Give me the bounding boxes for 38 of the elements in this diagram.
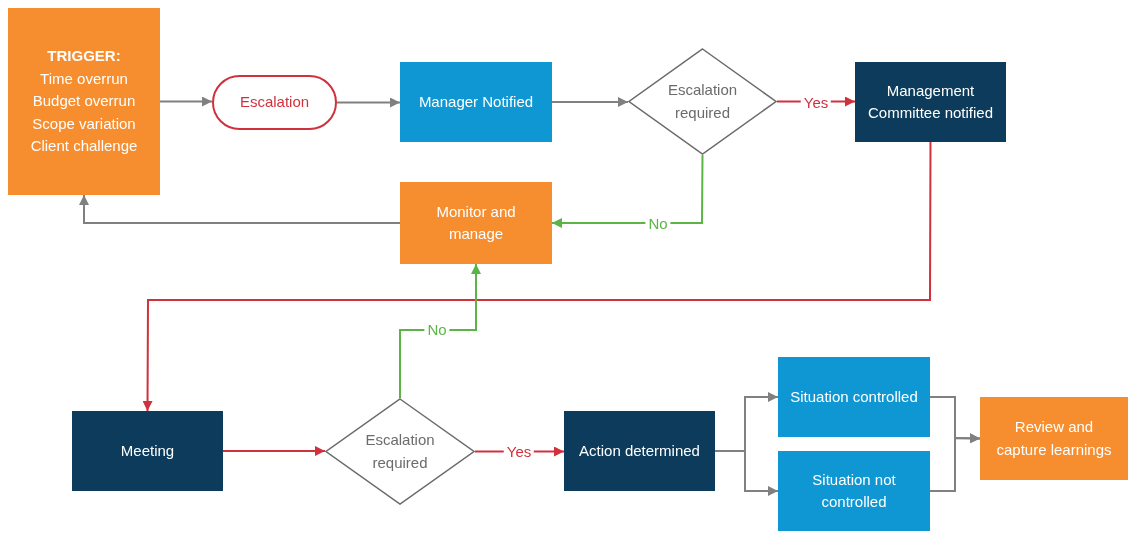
node-text: Escalation [239,92,310,113]
process-box [72,411,223,491]
process-box [778,451,930,531]
node-text: Client challenge [30,136,138,157]
arrow [222,446,326,456]
arrow [929,433,981,492]
arrow [159,96,213,107]
node-text: Action determined [579,440,700,461]
arrow [551,97,629,107]
node-text: Situation not controlled [811,469,897,512]
terminal-pill [212,75,337,130]
node-text: Manager Notified [418,91,534,112]
process-box [8,8,160,195]
node-text: Meeting [120,440,175,461]
node-text: Escalation required [364,430,436,473]
node-heading: TRIGGER: [47,46,121,67]
arrow [79,194,401,224]
node-text: Escalation required [666,80,739,123]
node-text: Situation controlled [790,386,918,407]
node-text: Management Committee notified [866,80,995,123]
node-text: Scope variation [32,113,136,134]
decision-diamond [628,48,777,155]
process-box [980,397,1128,480]
process-box [778,357,930,437]
arrow [714,450,779,496]
node-text: Review and capture learnings [995,417,1113,460]
node-text: Budget overrun [32,91,136,112]
arrow [551,154,704,228]
process-box [855,62,1006,142]
process-box [400,182,552,264]
node-text: Time overrun [40,68,128,89]
process-box [564,411,715,491]
process-box [400,62,552,142]
node-text: Monitor and manage [435,201,517,244]
arrow [142,141,932,412]
arrow [336,97,401,108]
decision-diamond [325,398,475,505]
arrow [399,263,481,399]
